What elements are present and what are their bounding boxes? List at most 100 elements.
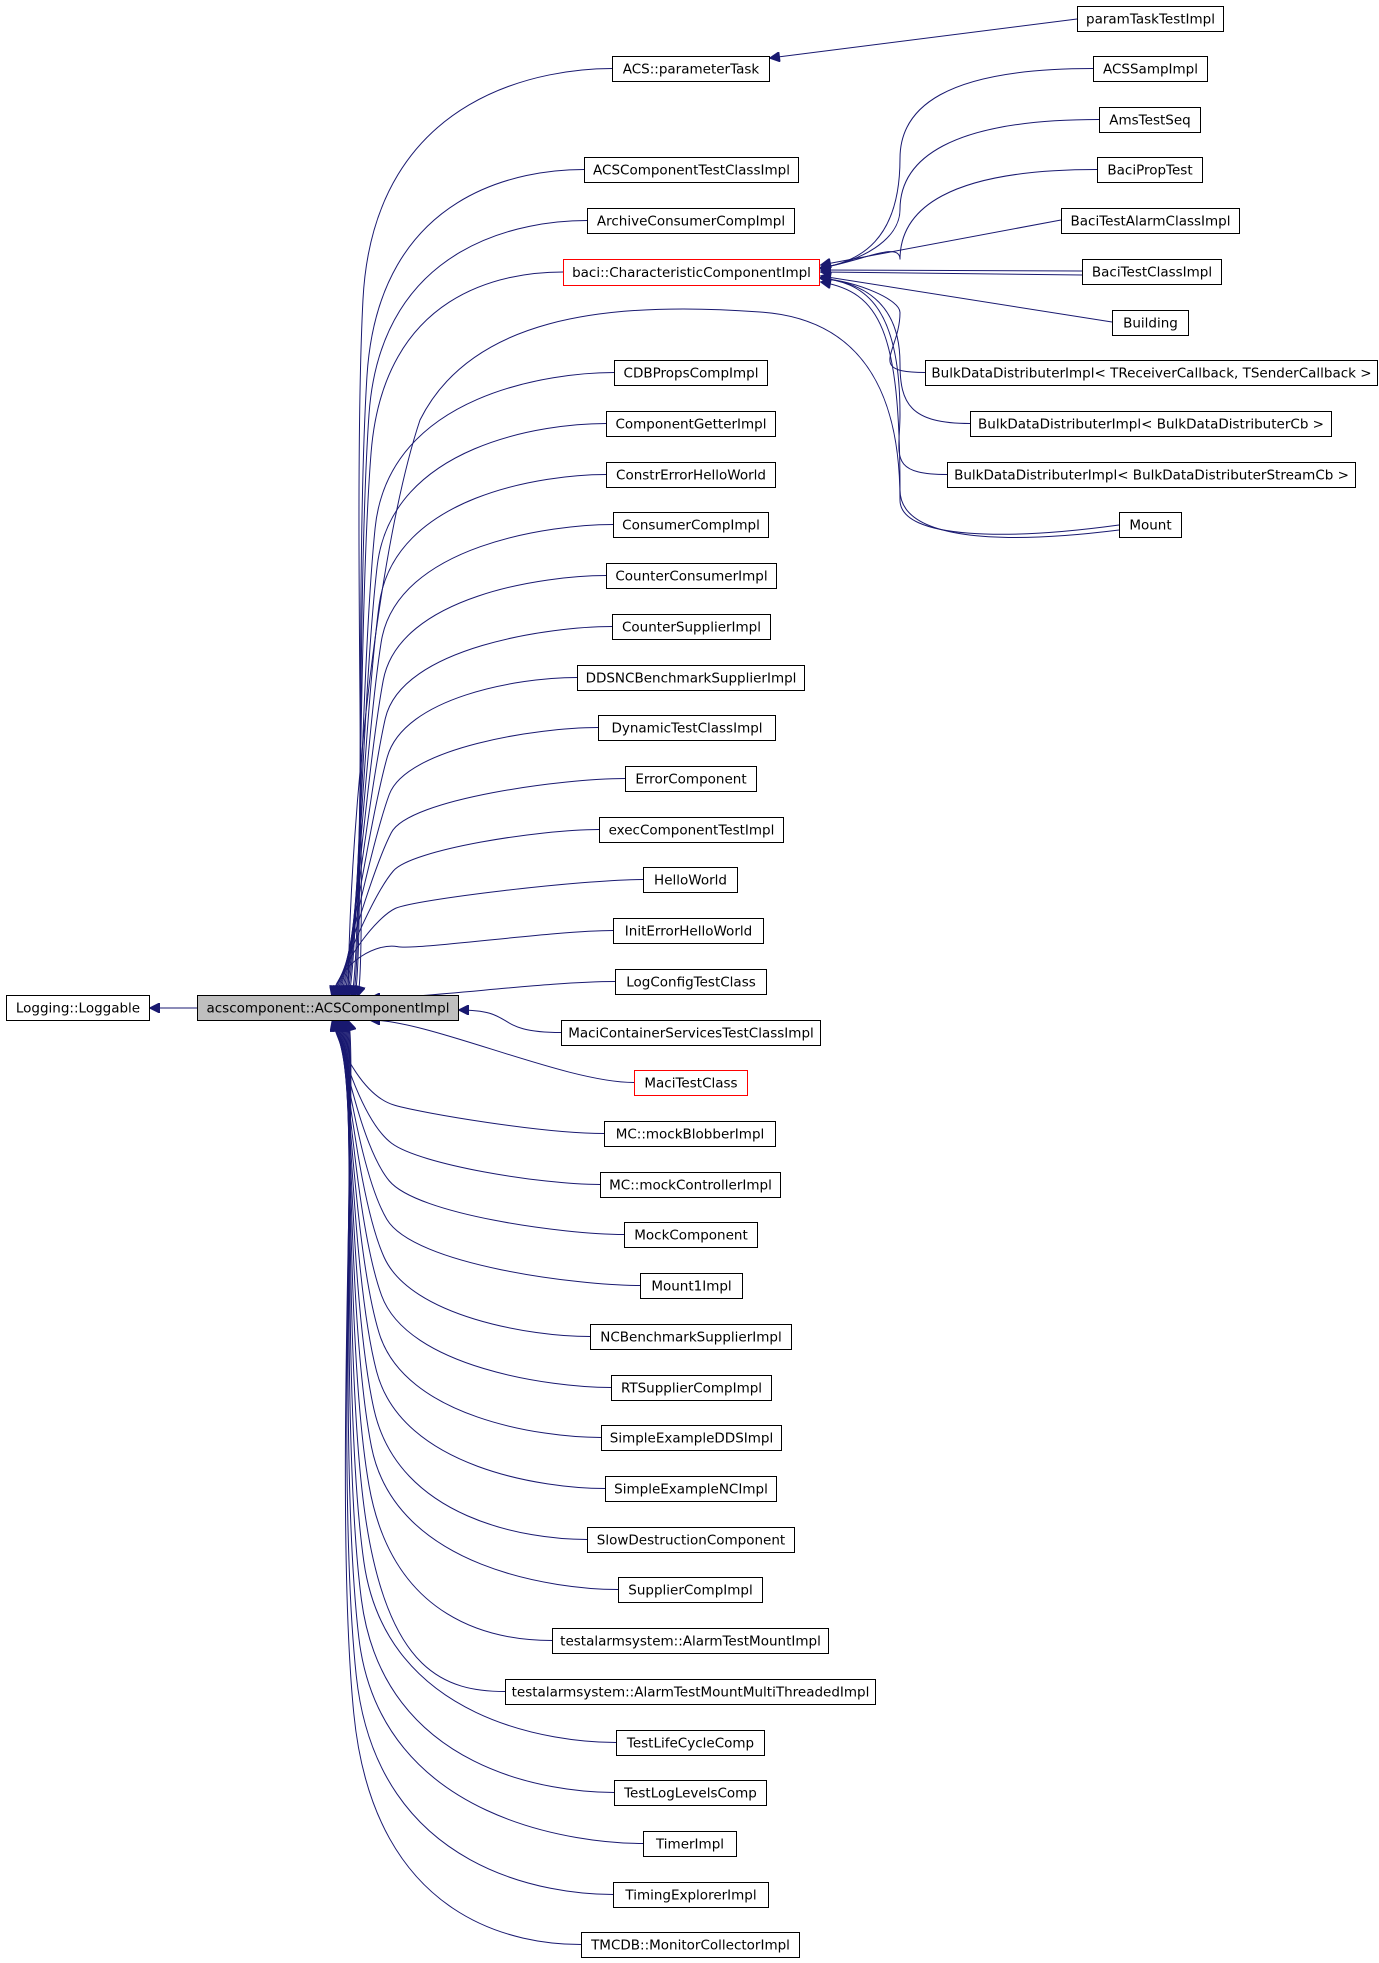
class-node-box [613,512,769,538]
class-node-label: TimingExplorerImpl [624,1888,756,1904]
class-node-mock-controller[interactable]: MC::mockControllerImpl [600,1172,781,1198]
class-node-loggable[interactable]: Logging::Loggable [6,995,150,1021]
edge-monitor-collector-to-focus [344,1021,582,1945]
class-node-mount[interactable]: Mount [1119,512,1182,538]
edge-acs-comp-test-class-to-focus [355,169,585,997]
class-node-simple-dds[interactable]: SimpleExampleDDSImpl [601,1425,782,1451]
class-node-label: BulkDataDistributerImpl< BulkDataDistrib… [954,468,1349,484]
class-node-component-getter[interactable]: ComponentGetterImpl [606,411,776,437]
class-node-maci-container[interactable]: MaciContainerServicesTestClassImpl [561,1020,821,1046]
edge-param-task-to-focus [358,68,613,997]
class-node-box [587,1527,795,1553]
class-node-param-task[interactable]: ACS::parameterTask [612,56,770,82]
class-node-label: BulkDataDistributerImpl< BulkDataDistrib… [978,417,1324,433]
class-node-supplier-comp[interactable]: SupplierCompImpl [618,1577,763,1603]
class-node-label: ErrorComponent [635,772,746,788]
edge-bulk1-to-baci [820,278,926,373]
class-node-test-log-levels[interactable]: TestLogLevelsComp [614,1780,767,1806]
class-node-error-component[interactable]: ErrorComponent [625,766,757,792]
class-node-simple-nc[interactable]: SimpleExampleNCImpl [605,1476,777,1502]
class-node-box [1097,157,1203,183]
class-node-label: MockComponent [634,1228,748,1244]
class-node-box [601,1425,782,1451]
class-node-timing-explorer[interactable]: TimingExplorerImpl [613,1882,769,1908]
class-node-param-task-test-impl[interactable]: paramTaskTestImpl [1077,6,1224,32]
class-node-mount1[interactable]: Mount1Impl [640,1273,743,1299]
class-node-constr-error[interactable]: ConstrErrorHelloWorld [606,462,776,488]
class-node-label: BaciTestClassImpl [1092,265,1212,281]
class-node-label: Logging::Loggable [16,1001,140,1017]
edge-mount1-to-focus [335,1021,641,1286]
class-node-box [606,563,777,589]
class-node-label: SimpleExampleDDSImpl [610,1431,773,1447]
class-node-baci-prop-test[interactable]: BaciPropTest [1097,157,1203,183]
class-node-box [599,817,784,843]
class-node-label: ACSComponentTestClassImpl [593,163,790,179]
class-node-hello-world[interactable]: HelloWorld [643,867,738,893]
class-node-baci-test-class[interactable]: BaciTestClassImpl [1082,259,1222,285]
class-node-alarm-mount-mt[interactable]: testalarmsystem::AlarmTestMountMultiThre… [505,1679,876,1705]
class-node-bulk1[interactable]: BulkDataDistributerImpl< TReceiverCallba… [925,360,1378,386]
class-node-label: DynamicTestClassImpl [611,721,762,737]
class-node-log-config[interactable]: LogConfigTestClass [615,969,767,995]
class-node-building[interactable]: Building [1112,310,1189,336]
class-node-exec-component[interactable]: execComponentTestImpl [599,817,784,843]
class-node-box [615,969,767,995]
class-node-bulk3[interactable]: BulkDataDistributerImpl< BulkDataDistrib… [947,462,1356,488]
class-node-baci-test-alarm[interactable]: BaciTestAlarmClassImpl [1061,208,1240,234]
class-node-ams-test-seq[interactable]: AmsTestSeq [1099,107,1201,133]
edge-ams-test-seq-to-baci [820,119,1100,269]
class-node-acs-samp[interactable]: ACSSampImpl [1093,56,1208,82]
class-node-maci-test[interactable]: MaciTestClass [634,1070,748,1096]
class-node-mock-component[interactable]: MockComponent [624,1222,758,1248]
class-node-nc-bench[interactable]: NCBenchmarkSupplierImpl [590,1324,792,1350]
class-node-acs-comp-test-class[interactable]: ACSComponentTestClassImpl [584,157,799,183]
edge-counter-supplier-to-focus [341,626,613,997]
class-node-box [604,1121,776,1147]
class-node-monitor-collector[interactable]: TMCDB::MonitorCollectorImpl [581,1932,800,1958]
class-node-label: DDSNCBenchmarkSupplierImpl [586,671,797,687]
class-node-label: CounterSupplierImpl [622,620,761,636]
class-node-label: CounterConsumerImpl [615,569,767,585]
class-node-box [625,766,757,792]
class-node-label: ConsumerCompImpl [622,518,760,534]
edge-consumer-comp-to-focus [344,524,614,997]
class-node-label: AmsTestSeq [1109,113,1190,129]
class-node-box [605,1476,777,1502]
class-node-label: ComponentGetterImpl [615,417,766,433]
class-node-box [552,1628,829,1654]
class-node-box [616,1730,765,1756]
class-node-counter-supplier[interactable]: CounterSupplierImpl [612,614,771,640]
class-node-timer[interactable]: TimerImpl [643,1831,737,1857]
edge-constr-error-to-focus [346,474,607,997]
class-node-label: ACS::parameterTask [623,62,760,78]
class-node-consumer-comp[interactable]: ConsumerCompImpl [613,512,769,538]
class-node-bulk2[interactable]: BulkDataDistributerImpl< BulkDataDistrib… [970,411,1332,437]
edge-cdb-props-to-focus [349,372,615,997]
class-node-archive-consumer[interactable]: ArchiveConsumerCompImpl [587,208,795,234]
class-node-dynamic-test[interactable]: DynamicTestClassImpl [598,715,776,741]
class-node-label: TestLifeCycleComp [626,1736,754,1752]
class-node-box [505,1679,876,1705]
class-node-box [925,360,1378,386]
class-node-label: Mount1Impl [651,1279,731,1295]
class-node-label: SlowDestructionComponent [597,1533,785,1549]
class-node-box [587,208,795,234]
class-node-slow-destruction[interactable]: SlowDestructionComponent [587,1527,795,1553]
edge-archive-consumer-to-focus [353,220,588,997]
class-node-alarm-mount[interactable]: testalarmsystem::AlarmTestMountImpl [552,1628,829,1654]
class-node-box [1112,310,1189,336]
class-node-test-life-cycle[interactable]: TestLifeCycleComp [616,1730,765,1756]
class-node-mock-blobber[interactable]: MC::mockBlobberImpl [604,1121,776,1147]
class-node-rt-supplier[interactable]: RTSupplierCompImpl [611,1375,772,1401]
class-node-focus[interactable]: acscomponent::ACSComponentImpl [197,995,459,1021]
class-node-baci-char[interactable]: baci::CharacteristicComponentImpl [563,259,820,286]
class-node-label: execComponentTestImpl [609,823,775,839]
class-node-dds-bench[interactable]: DDSNCBenchmarkSupplierImpl [577,665,805,691]
edge-component-getter-to-focus [347,423,607,997]
class-node-box [1099,107,1201,133]
class-node-init-error[interactable]: InitErrorHelloWorld [613,918,764,944]
class-nodes: Logging::Loggable acscomponent::ACSCompon… [6,6,1378,1958]
class-node-counter-consumer[interactable]: CounterConsumerImpl [606,563,777,589]
class-node-cdb-props[interactable]: CDBPropsCompImpl [614,360,768,386]
